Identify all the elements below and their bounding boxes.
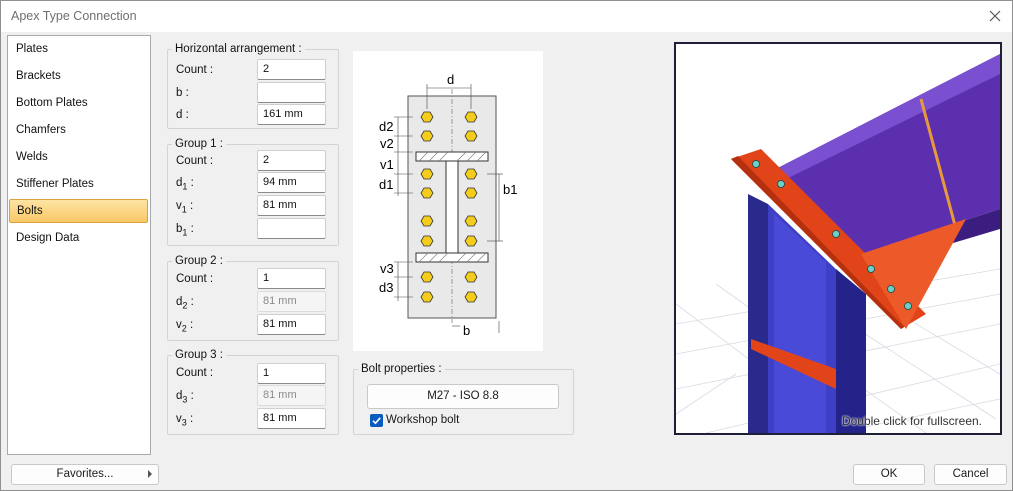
3d-preview-panel[interactable]: Double click for fullscreen.: [674, 42, 1002, 435]
bolt-properties-group: Bolt properties :: [353, 363, 574, 435]
favorites-label: Favorites...: [56, 468, 114, 480]
group2-v2-label: v2 :: [176, 319, 194, 334]
fullscreen-hint: Double click for fullscreen.: [841, 414, 982, 428]
dim-v2-label: v2: [380, 136, 394, 151]
title-bar: Apex Type Connection: [1, 1, 1012, 32]
sidebar-item-plates[interactable]: Plates: [16, 43, 48, 55]
group3-count-label: Count :: [176, 367, 214, 379]
sidebar-item-stiffener-plates[interactable]: Stiffener Plates: [16, 178, 94, 190]
horizontal-d-field[interactable]: 161 mm: [257, 104, 326, 125]
group1-v1-field[interactable]: 81 mm: [257, 195, 326, 216]
bolt-type-button[interactable]: M27 - ISO 8.8: [367, 384, 559, 409]
3d-model-render: [676, 44, 1000, 433]
cancel-button[interactable]: Cancel: [934, 464, 1007, 485]
sidebar-item-bottom-plates[interactable]: Bottom Plates: [16, 97, 88, 109]
sidebar-item-welds[interactable]: Welds: [16, 151, 48, 163]
group2-v2-field[interactable]: 81 mm: [257, 314, 326, 335]
horizontal-count-label: Count :: [176, 64, 214, 76]
horizontal-count-field[interactable]: 2: [257, 59, 326, 80]
dim-d1-label: d1: [379, 177, 393, 192]
group1-b1-field[interactable]: [257, 218, 326, 239]
dim-v3-label: v3: [380, 261, 394, 276]
close-icon: [989, 10, 1001, 22]
dim-v1-label: v1: [380, 157, 394, 172]
group2-count-field[interactable]: 1: [257, 268, 326, 289]
horizontal-b-label: b :: [176, 87, 189, 99]
group3-legend: Group 3 :: [172, 349, 226, 361]
horizontal-b-field[interactable]: [257, 82, 326, 103]
bolt-layout-diagram: d d2 v2 v1 d1 b1 v3 d3 b: [353, 51, 543, 351]
group2-legend: Group 2 :: [172, 255, 226, 267]
triangle-right-icon: [148, 470, 152, 478]
sidebar-item-bolts[interactable]: Bolts: [9, 199, 148, 223]
group2-d2-field: 81 mm: [257, 291, 326, 312]
group2-box: Group 2 :: [167, 255, 339, 341]
group3-box: Group 3 :: [167, 349, 339, 435]
group3-count-field[interactable]: 1: [257, 363, 326, 384]
sidebar-item-brackets[interactable]: Brackets: [16, 70, 61, 82]
dim-d2-label: d2: [379, 119, 393, 134]
dim-b-label: b: [463, 323, 470, 338]
bolt-layout-svg: d d2 v2 v1 d1 b1 v3 d3 b: [379, 72, 517, 338]
dim-d3-label: d3: [379, 280, 393, 295]
bolt-properties-legend: Bolt properties :: [358, 363, 445, 375]
group3-v3-field[interactable]: 81 mm: [257, 408, 326, 429]
group1-box: Group 1 :: [167, 138, 339, 246]
horizontal-arrangement-legend: Horizontal arrangement :: [172, 43, 305, 55]
group3-v3-label: v3 :: [176, 413, 194, 428]
horizontal-d-label: d :: [176, 109, 189, 121]
group1-count-field[interactable]: 2: [257, 150, 326, 171]
group3-d3-label: d3 :: [176, 390, 194, 405]
horizontal-arrangement-group: Horizontal arrangement :: [167, 43, 339, 129]
dim-b1-label: b1: [503, 182, 517, 197]
workshop-bolt-checkbox[interactable]: [370, 414, 383, 427]
window-title: Apex Type Connection: [11, 9, 137, 23]
dim-d-label: d: [447, 72, 454, 87]
checkmark-icon: [372, 417, 381, 425]
group3-d3-field: 81 mm: [257, 385, 326, 406]
group1-count-label: Count :: [176, 155, 214, 167]
group1-d1-label: d1 :: [176, 177, 194, 192]
sidebar-item-design-data[interactable]: Design Data: [16, 232, 80, 244]
sidebar-nav: Plates Brackets Bottom Plates Chamfers W…: [7, 35, 151, 455]
group1-v1-label: v1 :: [176, 200, 194, 215]
group2-count-label: Count :: [176, 273, 214, 285]
group1-legend: Group 1 :: [172, 138, 226, 150]
favorites-button[interactable]: Favorites...: [11, 464, 159, 485]
sidebar-item-chamfers[interactable]: Chamfers: [16, 124, 66, 136]
group1-d1-field[interactable]: 94 mm: [257, 172, 326, 193]
workshop-bolt-label: Workshop bolt: [386, 414, 460, 426]
group2-d2-label: d2 :: [176, 296, 194, 311]
ok-button[interactable]: OK: [853, 464, 925, 485]
close-button[interactable]: [984, 5, 1006, 27]
group1-b1-label: b1 :: [176, 223, 194, 238]
